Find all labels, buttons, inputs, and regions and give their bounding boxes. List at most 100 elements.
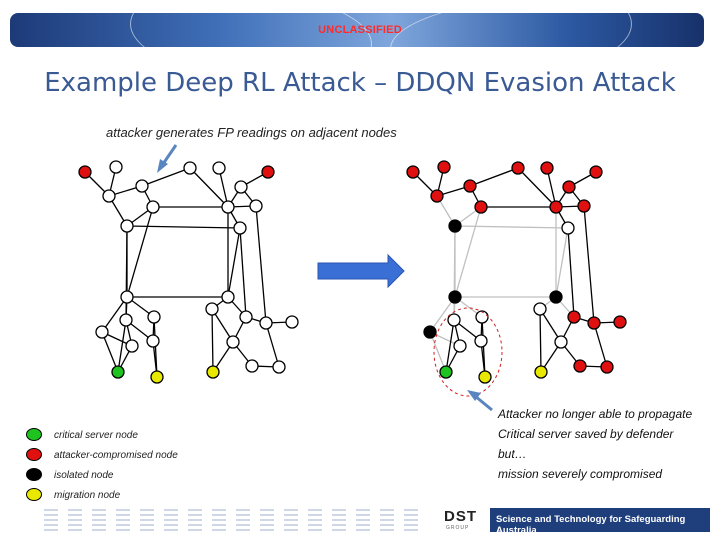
legend-swatch	[26, 488, 42, 501]
graph-edge	[546, 167, 557, 208]
graph-edge	[255, 205, 267, 324]
graph-node	[474, 334, 488, 348]
graph-node	[206, 365, 220, 379]
footer-tagline: Science and Technology for Safeguarding …	[496, 514, 686, 536]
outcome-line: Critical server saved by defender	[498, 427, 674, 441]
graph-node	[233, 221, 247, 235]
graph-node	[549, 290, 563, 304]
graph-node	[448, 219, 462, 233]
graph-edge	[117, 319, 127, 373]
graph-edge	[469, 167, 519, 187]
graph-node	[109, 160, 123, 174]
annotation-pointer-head	[157, 159, 168, 173]
graph-node	[587, 316, 601, 330]
graph-node	[478, 370, 492, 384]
graph-node	[259, 316, 273, 330]
graph-edge	[517, 167, 557, 208]
graph-node	[534, 365, 548, 379]
graph-node	[146, 200, 160, 214]
graph-node	[549, 200, 563, 214]
graph-edge	[141, 167, 191, 187]
legend-item: isolated node	[26, 466, 246, 486]
graph-node	[437, 160, 451, 174]
graph-node	[430, 189, 444, 203]
legend-label: isolated node	[54, 470, 114, 481]
graph-edge	[583, 205, 595, 324]
graph-node	[406, 165, 420, 179]
graph-node	[150, 370, 164, 384]
graph-edge	[454, 206, 482, 298]
graph-node	[423, 325, 437, 339]
graph-node	[448, 290, 462, 304]
graph-node	[234, 180, 248, 194]
graph-edge	[265, 322, 280, 368]
graph-node	[226, 335, 240, 349]
outcome-pointer-head	[467, 390, 481, 401]
footer-pattern	[44, 509, 424, 531]
graph-node	[111, 365, 125, 379]
graph-node	[561, 221, 575, 235]
graph-edge	[445, 319, 455, 373]
graph-node	[146, 334, 160, 348]
transition-arrow	[317, 253, 405, 289]
graph-node	[119, 313, 133, 327]
graph-edge	[539, 308, 542, 373]
graph-edge	[126, 225, 241, 229]
graph-node	[573, 359, 587, 373]
legend-swatch	[26, 448, 42, 461]
graph-node	[474, 200, 488, 214]
legend-label: migration node	[54, 490, 121, 501]
graph-node	[147, 310, 161, 324]
graph-node	[613, 315, 627, 329]
header-banner	[10, 13, 704, 47]
graph-node	[453, 339, 467, 353]
graph-edge	[227, 227, 241, 298]
graph-node	[120, 219, 134, 233]
outcome-text: Attacker no longer able to propagate Cri…	[498, 404, 692, 484]
footer-band	[490, 508, 710, 532]
graph-node	[183, 161, 197, 175]
legend-item: critical server node	[26, 426, 246, 446]
graph-node	[600, 360, 614, 374]
graph-node	[272, 360, 286, 374]
graph-node	[95, 325, 109, 339]
dst-logo: DST	[444, 508, 477, 525]
classification-label: UNCLASSIFIED	[318, 24, 402, 36]
graph-node	[239, 310, 253, 324]
graph-node	[439, 365, 453, 379]
graph-edge	[218, 167, 229, 208]
legend-swatch	[26, 428, 42, 441]
graph-edge	[211, 308, 214, 373]
graph-edge	[101, 296, 128, 333]
graph-node	[205, 302, 219, 316]
outcome-line: Attacker no longer able to propagate	[498, 407, 693, 421]
graph-node	[554, 335, 568, 349]
graph-node	[562, 180, 576, 194]
legend-item: attacker-compromised node	[26, 446, 246, 466]
legend-item: migration node	[26, 486, 246, 506]
dst-logo-sub: GROUP	[446, 525, 470, 531]
graph-edge	[567, 227, 575, 318]
graph-node	[567, 310, 581, 324]
graph-edge	[454, 225, 569, 229]
graph-node	[221, 290, 235, 304]
graph-node	[533, 302, 547, 316]
graph-node	[540, 161, 554, 175]
graph-edge	[593, 322, 608, 368]
outcome-line: mission severely compromised	[498, 467, 663, 481]
graph-node	[447, 313, 461, 327]
graph-edge	[126, 206, 154, 298]
outcome-pointer-line	[474, 394, 493, 412]
annotation-top: attacker generates FP readings on adjace…	[106, 125, 397, 140]
graph-node	[78, 165, 92, 179]
graph-node	[285, 315, 299, 329]
graph-node	[589, 165, 603, 179]
graph-node	[135, 179, 149, 193]
legend-swatch	[26, 468, 42, 481]
slide-title: Example Deep RL Attack – DDQN Evasion At…	[44, 68, 676, 98]
legend-label: critical server node	[54, 430, 138, 441]
graph-node	[511, 161, 525, 175]
graph-node	[475, 310, 489, 324]
legend: critical server node attacker-compromise…	[26, 426, 246, 506]
